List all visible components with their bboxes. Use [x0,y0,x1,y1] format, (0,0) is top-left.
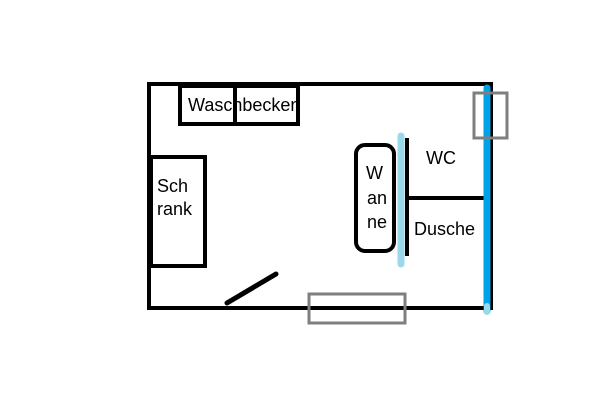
shower-label: Dusche [414,219,475,239]
bathtub-label-line1: W [366,163,383,183]
bathtub-label-line2: an [367,188,387,208]
door-swing [224,271,279,306]
wardrobe-box [149,155,207,268]
bathtub [354,143,396,253]
sink-box-right [233,84,300,126]
bathtub-label-line3: ne [367,212,387,232]
wardrobe-label-line2: rank [157,199,193,219]
wc-label: WC [426,148,456,168]
window-right [472,91,509,140]
sink-label: Waschbecken [188,95,300,115]
wardrobe-label-line1: Sch [157,176,188,196]
window-bottom [307,292,407,325]
